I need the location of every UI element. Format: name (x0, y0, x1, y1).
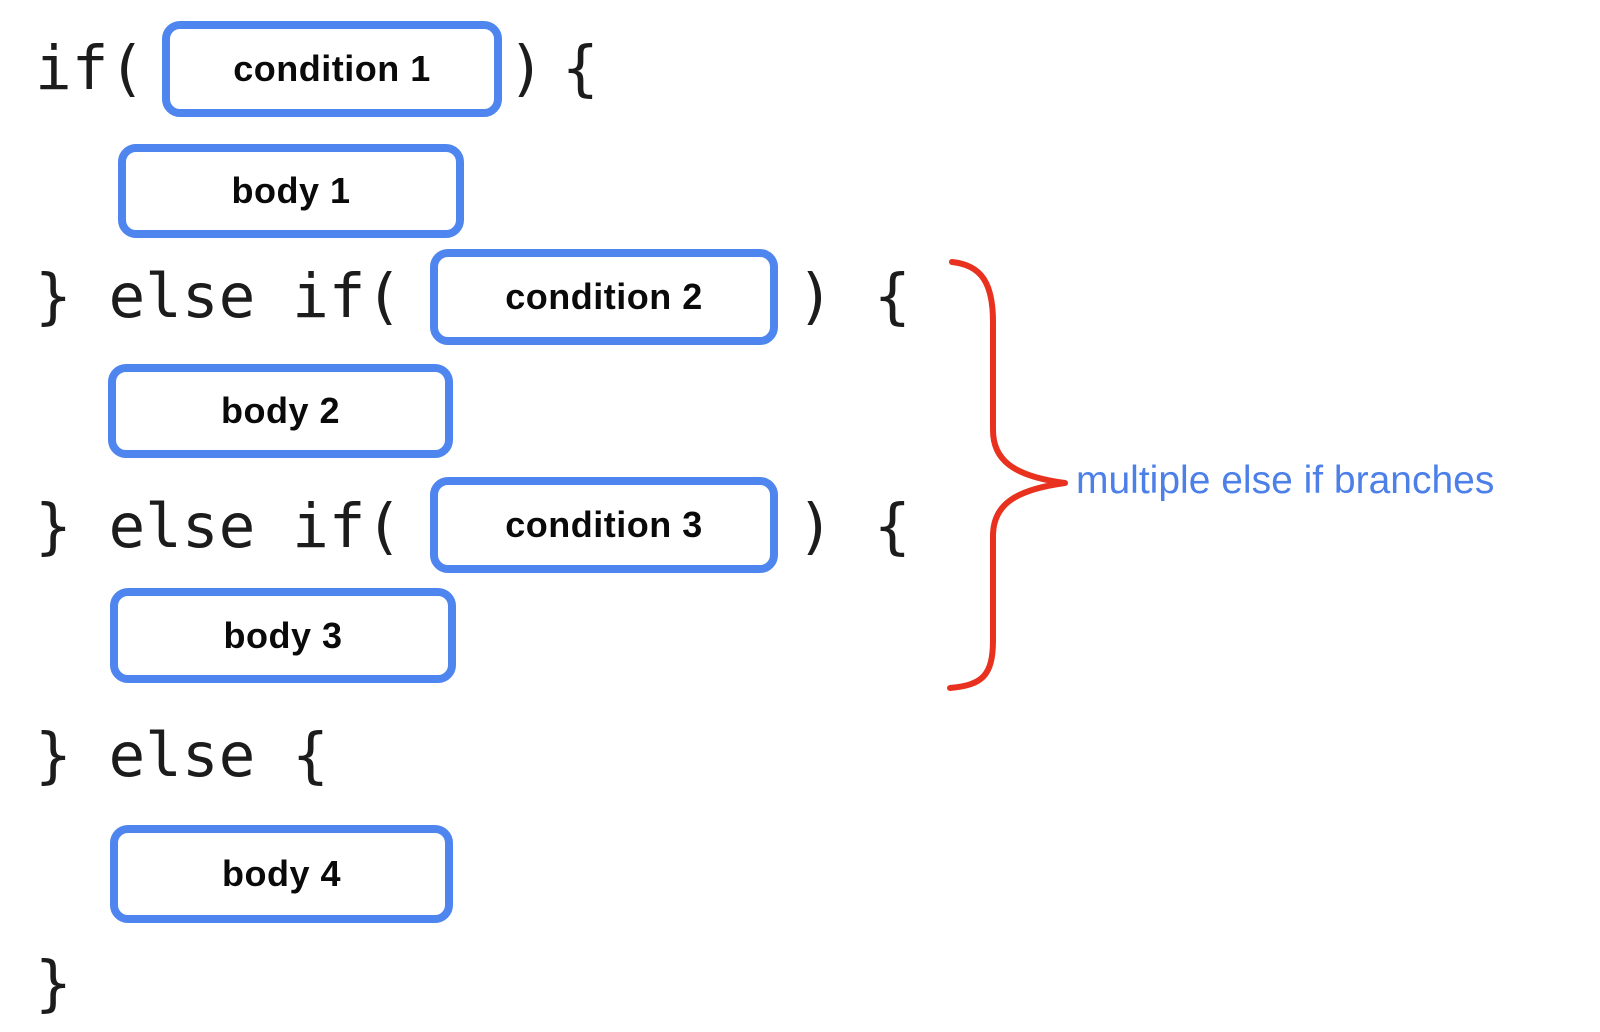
condition-2-box: condition 2 (430, 249, 778, 345)
code-else-if-1: } else if( (35, 261, 403, 332)
code-else-keyword: } else { (35, 720, 329, 791)
condition-3-box: condition 3 (430, 477, 778, 573)
code-close-paren-3: ) (797, 491, 834, 562)
code-final-close-brace: } (35, 948, 72, 1019)
body-4-box: body 4 (110, 825, 453, 923)
body-2-label: body 2 (220, 390, 340, 431)
condition-1-label: condition 1 (233, 48, 431, 89)
condition-2-label: condition 2 (505, 276, 703, 317)
code-open-brace-3: { (874, 491, 911, 562)
code-open-brace-2: { (874, 261, 911, 332)
code-close-paren-1: ) (508, 33, 545, 104)
body-4-label: body 4 (221, 853, 341, 894)
code-else-if-2: } else if( (35, 491, 403, 562)
annotation-multiple-else-if: multiple else if branches (1076, 459, 1495, 502)
code-close-paren-2: ) (797, 261, 834, 332)
code-if-keyword: if( (35, 33, 146, 104)
curly-brace-icon (947, 259, 1068, 691)
body-1-label: body 1 (231, 170, 351, 211)
condition-1-box: condition 1 (162, 21, 502, 117)
code-open-brace-1: { (562, 33, 599, 104)
condition-3-label: condition 3 (505, 504, 703, 545)
body-2-box: body 2 (108, 364, 453, 458)
body-3-label: body 3 (223, 614, 343, 656)
body-3-box: body 3 (110, 588, 456, 683)
body-1-box: body 1 (118, 144, 464, 238)
